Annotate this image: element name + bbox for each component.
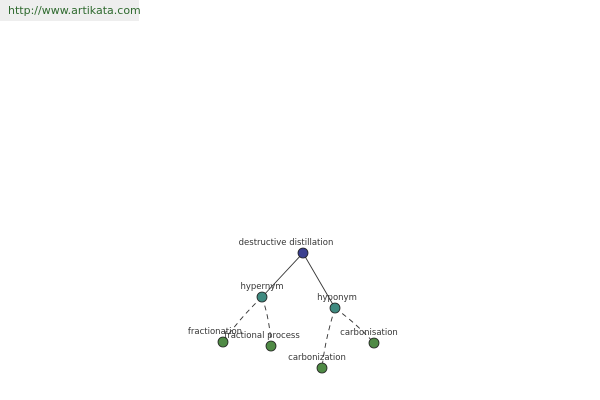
label-carbonisation: carbonisation <box>340 328 398 338</box>
edge-root-hypernym <box>261 252 304 298</box>
node-hypernym[interactable] <box>256 291 268 303</box>
node-carbonisation[interactable] <box>368 337 380 349</box>
node-hyponym[interactable] <box>329 302 341 314</box>
label-fractional-process: fractional process <box>224 331 300 341</box>
label-carbonization: carbonization <box>288 353 346 363</box>
label-hypernym: hypernym <box>240 282 283 292</box>
node-root[interactable] <box>297 247 309 259</box>
label-root: destructive distillation <box>239 238 334 248</box>
label-fractionation: fractionation <box>188 327 242 337</box>
node-fractional-process[interactable] <box>265 340 277 352</box>
source-url[interactable]: http://www.artikata.com <box>0 0 141 21</box>
edge-root-hyponym <box>302 252 336 309</box>
label-hyponym: hyponym <box>317 293 357 303</box>
node-carbonization[interactable] <box>316 362 328 374</box>
node-fractionation[interactable] <box>217 336 229 348</box>
